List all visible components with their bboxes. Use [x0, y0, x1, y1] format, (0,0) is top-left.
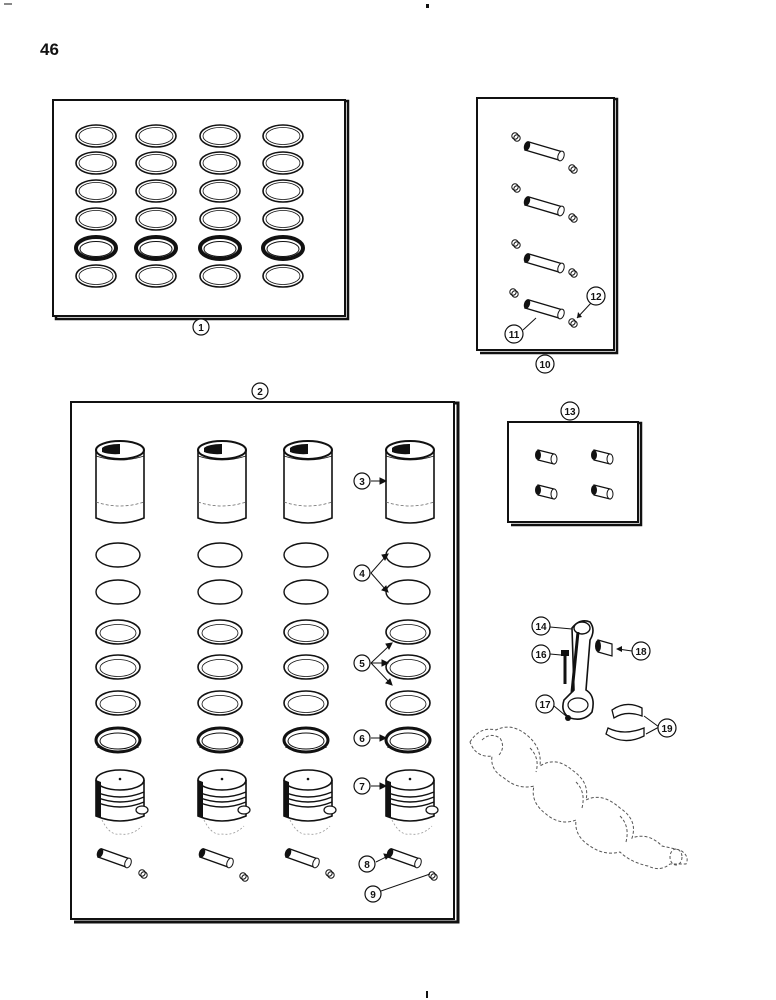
page-number: 46: [40, 40, 59, 59]
callout-11: 11: [504, 324, 524, 344]
bushing-panel: [507, 421, 643, 527]
svg-text:17: 17: [539, 700, 551, 711]
sleeve-kit-panel: [70, 401, 460, 924]
wrist-pin-panel: [476, 97, 619, 355]
svg-text:13: 13: [564, 407, 576, 418]
crankshaft: [469, 726, 688, 870]
callout-9: 9: [364, 885, 382, 903]
callout-10: 10: [535, 354, 555, 374]
callout-16: 16: [531, 644, 551, 664]
callout-7: 7: [353, 777, 371, 795]
callout-14: 14: [531, 616, 551, 636]
svg-text:5: 5: [359, 659, 365, 670]
callout-18: 18: [631, 641, 651, 661]
ring-set-panel: [52, 99, 350, 321]
svg-text:19: 19: [661, 724, 673, 735]
svg-text:18: 18: [635, 647, 647, 658]
svg-text:11: 11: [509, 330, 520, 341]
svg-text:16: 16: [535, 650, 547, 661]
callout-3: 3: [353, 472, 371, 490]
callout-2: 2: [251, 382, 269, 400]
callout-6: 6: [353, 729, 371, 747]
callout-8: 8: [358, 855, 376, 873]
svg-text:3: 3: [359, 477, 365, 488]
svg-text:8: 8: [364, 860, 370, 871]
svg-text:2: 2: [257, 387, 263, 398]
callouts: 1 2 3 4 5 6 7 8 9 10 11 12 13 14 16 17 1…: [192, 286, 677, 903]
svg-text:14: 14: [535, 622, 547, 633]
connecting-rod-assembly: [549, 620, 660, 742]
svg-text:12: 12: [590, 292, 602, 303]
callout-12: 12: [586, 286, 606, 306]
callout-13: 13: [560, 401, 580, 421]
callout-17: 17: [535, 694, 555, 714]
svg-text:10: 10: [539, 360, 551, 371]
svg-text:1: 1: [198, 323, 204, 334]
svg-text:6: 6: [359, 734, 365, 745]
svg-text:9: 9: [370, 890, 376, 901]
callout-5: 5: [353, 654, 371, 672]
callout-4: 4: [353, 564, 371, 582]
svg-text:7: 7: [359, 782, 365, 793]
callout-1: 1: [192, 318, 210, 336]
callout-19: 19: [657, 718, 677, 738]
svg-text:4: 4: [359, 569, 365, 580]
